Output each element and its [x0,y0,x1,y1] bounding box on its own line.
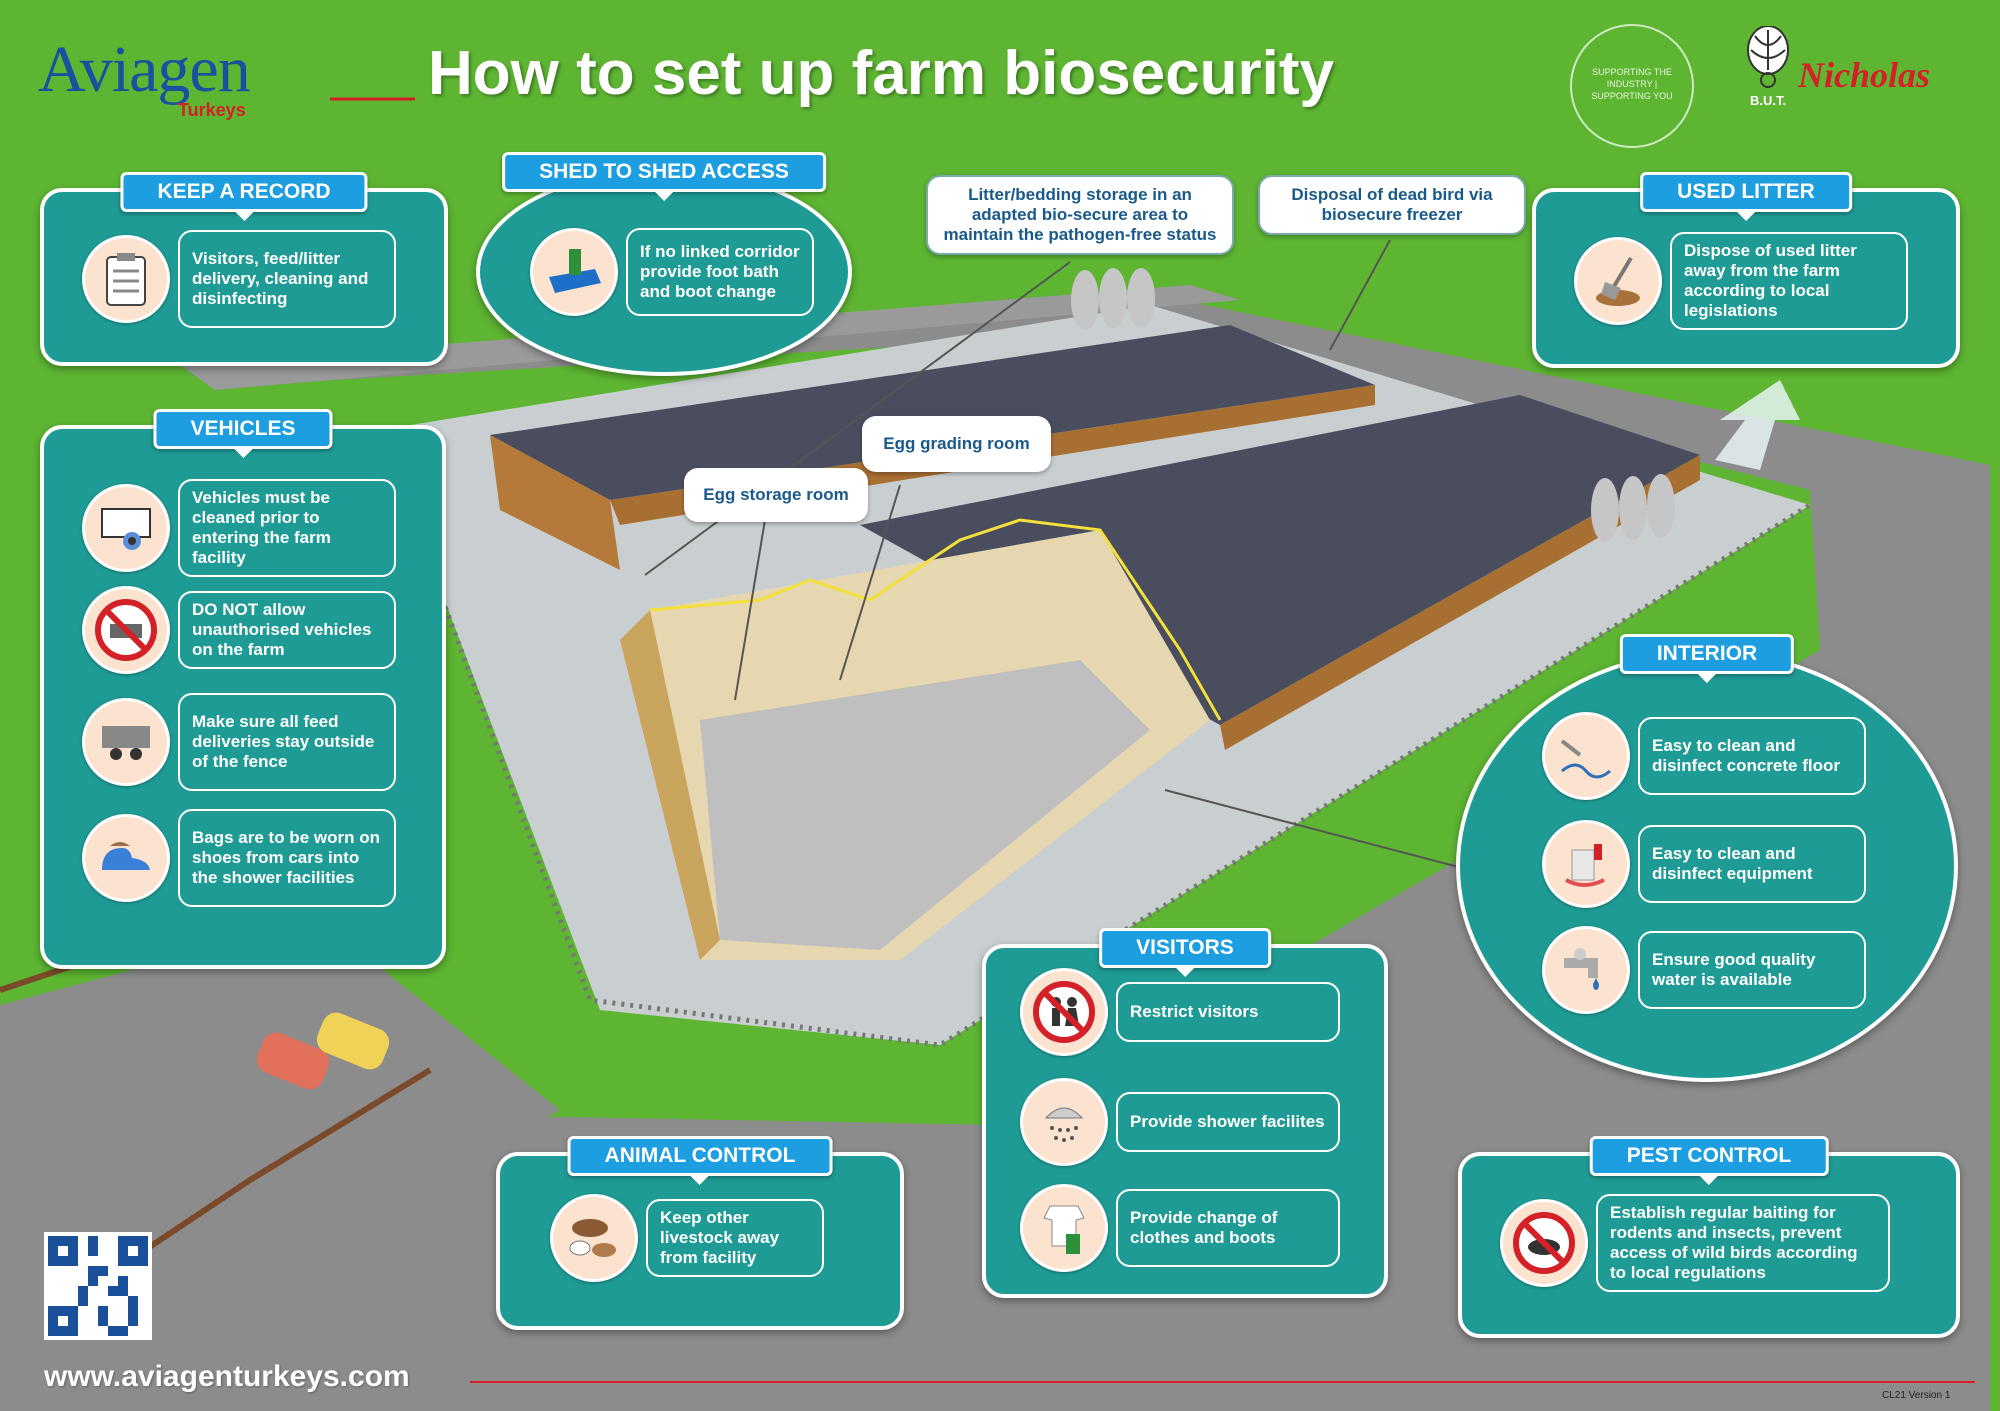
vehicles-text: Make sure all feed deliveries stay outsi… [178,693,396,791]
leader-storage [734,519,766,701]
spray-floor-icon [1542,712,1630,800]
no-vehicle-icon [82,586,170,674]
but-emblem-icon [1747,25,1789,88]
clipboard-icon [82,235,170,323]
used-litter-title: USED LITTER [1640,172,1852,221]
visitors-text: Restrict visitors [1116,982,1340,1042]
aviagen-logo: Aviagen Turkeys [38,32,251,120]
visitors-panel: VISITORS Restrict visitors Provide showe… [982,928,1388,1298]
foot-bath-icon [530,228,618,316]
fence [377,429,1812,1048]
vehicles-text: Vehicles must be cleaned prior to enteri… [178,479,396,577]
cutaway-outline [649,518,1222,721]
pest-control-item: Establish regular baiting for rodents an… [1500,1194,1890,1292]
feed-trailer-icon [82,698,170,786]
qr-code-icon [48,1236,148,1336]
footer-version: CL21 Version 1 [1882,1390,1951,1401]
leader-interior [1164,789,1471,871]
no-rodent-icon [1500,1199,1588,1287]
shed-access-item: If no linked corridor provide foot bath … [530,228,814,316]
used-litter-text: Dispose of used litter away from the far… [1670,232,1908,330]
no-visitors-icon [1020,968,1108,1056]
visitors-item: Restrict visitors [1020,968,1340,1056]
vehicles-title: VEHICLES [153,409,333,458]
nicholas-logo: Nicholas [1798,55,1931,95]
vehicles-panel: VEHICLES Vehicles must be cleaned prior … [40,409,446,969]
vehicle-wash-icon [82,484,170,572]
interior-text: Easy to clean and disinfect concrete flo… [1638,717,1866,795]
vehicles-item: DO NOT allow unauthorised vehicles on th… [82,586,396,674]
footer-website[interactable]: www.aviagenturkeys.com [44,1360,410,1393]
leader-grading [839,484,901,681]
keep-record-item: Visitors, feed/litter delivery, cleaning… [82,230,396,328]
interior-item: Easy to clean and disinfect concrete flo… [1542,712,1866,800]
livestock-icon [550,1194,638,1282]
vehicles-text: Bags are to be worn on shoes from cars i… [178,809,396,907]
shed-access-text: If no linked corridor provide foot bath … [626,228,814,316]
shower-icon [1020,1078,1108,1166]
egg-grading-room-label: Egg grading room [862,416,1051,472]
dead-bird-callout: Disposal of dead bird via biosecure free… [1258,175,1526,235]
animal-control-title: ANIMAL CONTROL [567,1136,833,1185]
animal-control-panel: ANIMAL CONTROL Keep other livestock away… [496,1136,904,1330]
but-label: B.U.T. [1749,93,1787,108]
animal-control-item: Keep other livestock away from facility [550,1194,824,1282]
egg-storage-room-label: Egg storage room [684,468,868,522]
silos-front [1591,474,1675,542]
pest-control-panel: PEST CONTROL Establish regular baiting f… [1458,1136,1960,1338]
interior-text: Ensure good quality water is available [1638,931,1866,1009]
parked-cars [256,1012,390,1090]
industry-badge-text: SUPPORTING THE INDUSTRY | SUPPORTING YOU [1591,67,1673,101]
clothes-boots-icon [1020,1184,1108,1272]
visitors-text: Provide shower facilites [1116,1092,1340,1152]
interior-panel: INTERIOR Easy to clean and disinfect con… [1456,634,1958,1082]
pest-control-title: PEST CONTROL [1589,1136,1829,1185]
visitors-title: VISITORS [1099,928,1271,977]
aviagen-logo-text: Aviagen [38,33,251,106]
used-litter-panel: USED LITTER Dispose of used litter away … [1532,172,1960,368]
shed-wall-back [490,435,620,570]
shovel-icon [1574,237,1662,325]
but-logo: B.U.T. [1738,25,1798,108]
shed-roof-front [860,395,1700,725]
vehicles-item: Make sure all feed deliveries stay outsi… [82,693,396,791]
shed-roof-back [490,325,1375,500]
animal-control-text: Keep other livestock away from facility [646,1199,824,1277]
visitors-item: Provide change of clothes and boots [1020,1184,1340,1272]
interior-item: Ensure good quality water is available [1542,926,1866,1014]
visitors-item: Provide shower facilites [1020,1078,1340,1166]
shoe-cover-icon [82,814,170,902]
cutaway-floor [700,660,1150,950]
keep-record-panel: KEEP A RECORD Visitors, feed/litter deli… [40,172,448,366]
leader-litter [644,261,1071,576]
used-litter-item: Dispose of used litter away from the far… [1574,232,1908,330]
water-tap-icon [1542,926,1630,1014]
equipment-icon [1542,820,1630,908]
keep-record-text: Visitors, feed/litter delivery, cleaning… [178,230,396,328]
industry-badge: SUPPORTING THE INDUSTRY | SUPPORTING YOU [1570,24,1694,148]
silos-back [1071,268,1155,330]
shed-access-title: SHED TO SHED ACCESS [502,152,826,201]
shed-side-front [1220,455,1700,750]
cutaway-wall [620,610,720,960]
visitors-text: Provide change of clothes and boots [1116,1189,1340,1267]
litter-storage-callout: Litter/bedding storage in an adapted bio… [926,175,1234,255]
vehicles-text: DO NOT allow unauthorised vehicles on th… [178,591,396,669]
qr-code [44,1232,152,1340]
shed-access-panel: SHED TO SHED ACCESS If no linked corrido… [476,152,852,376]
page-title: How to set up farm biosecurity [428,39,1335,108]
aviagen-logo-sub: Turkeys [178,100,246,120]
vehicles-item: Bags are to be worn on shoes from cars i… [82,809,396,907]
vehicles-item: Vehicles must be cleaned prior to enteri… [82,479,396,577]
interior-item: Easy to clean and disinfect equipment [1542,820,1866,908]
pest-control-text: Establish regular baiting for rodents an… [1596,1194,1890,1292]
keep-record-title: KEEP A RECORD [120,172,368,221]
exit-arrow [1715,380,1800,470]
interior-text: Easy to clean and disinfect equipment [1638,825,1866,903]
interior-title: INTERIOR [1619,634,1795,683]
leader-dead-bird [1329,239,1391,351]
